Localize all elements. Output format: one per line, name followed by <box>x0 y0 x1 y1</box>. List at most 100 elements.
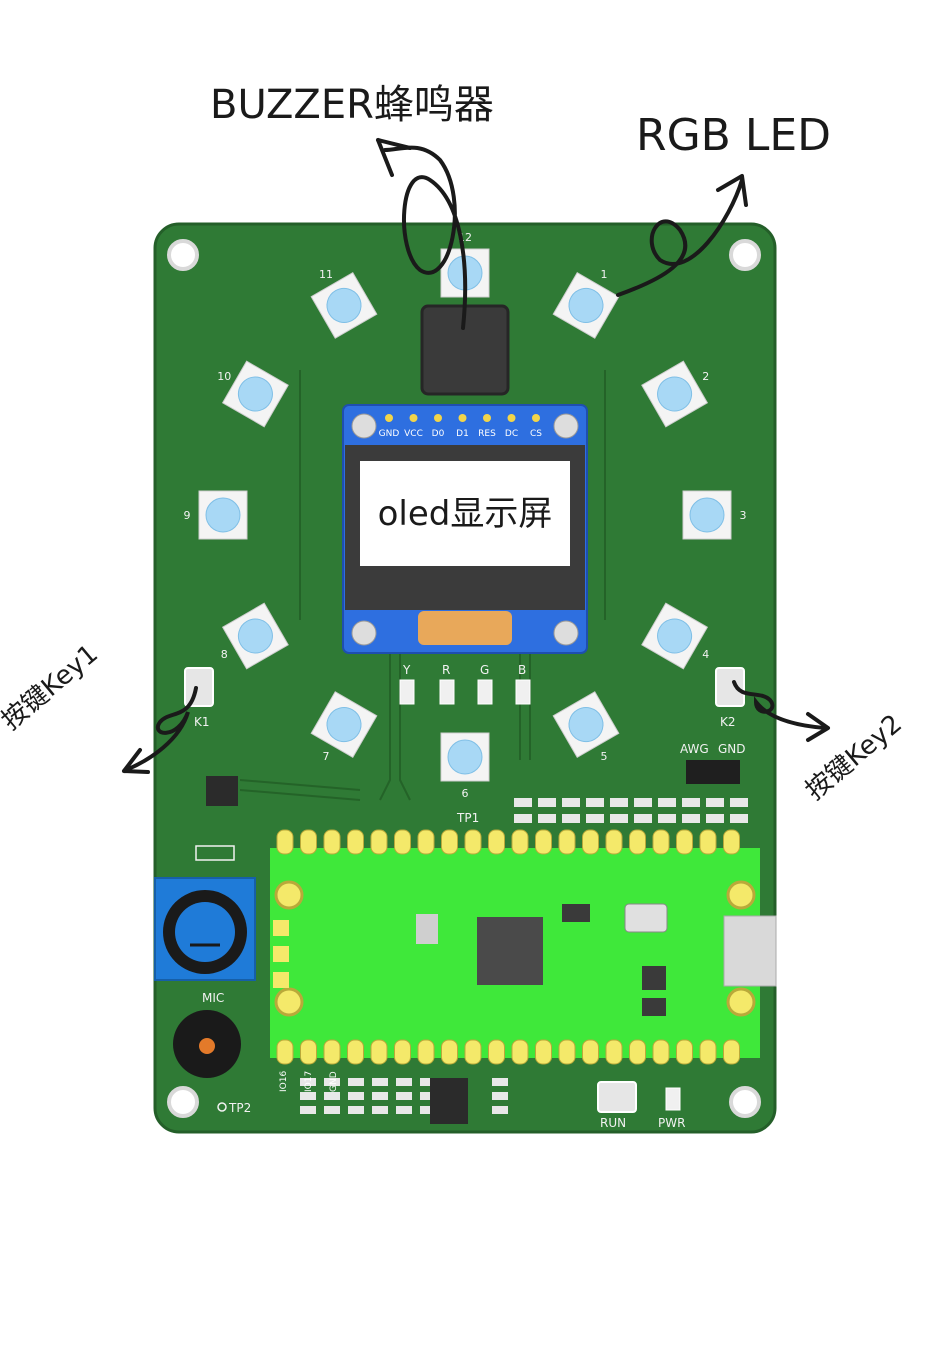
silk-r: R <box>442 663 450 677</box>
smd-resistor <box>634 814 652 823</box>
rgb-led-4 <box>641 602 709 670</box>
pico-pin <box>605 1039 623 1065</box>
smd-resistor <box>348 1078 364 1086</box>
smd-resistor <box>634 798 652 807</box>
pot-silk-symbol <box>195 845 235 861</box>
silk-k1: K1 <box>194 715 210 729</box>
smd-components <box>300 798 748 1114</box>
smd-resistor <box>538 814 556 823</box>
led-number-8: 8 <box>221 648 228 661</box>
rgb-led-8 <box>221 602 289 670</box>
smd-resistor <box>658 798 676 807</box>
indicator-leds <box>399 679 531 705</box>
rgb-led-5 <box>552 691 620 759</box>
smd-resistor <box>658 814 676 823</box>
smd-resistor <box>300 1078 316 1086</box>
rgb-arrow <box>616 178 744 297</box>
smd-resistor <box>420 1092 436 1100</box>
buzzer-callout-label: BUZZER蜂鸣器 <box>210 82 494 128</box>
led-number-5: 5 <box>601 750 608 763</box>
smd-resistor <box>324 1092 340 1100</box>
sensor-ic <box>206 776 238 806</box>
pwr-led <box>665 1087 681 1111</box>
silk-gnd: GND <box>718 742 746 756</box>
silk-run: RUN <box>600 1116 626 1130</box>
smd-resistor <box>706 798 724 807</box>
pico-pin <box>323 829 341 855</box>
pico-pin <box>464 829 482 855</box>
smd-resistor <box>372 1078 388 1086</box>
oled-pin-label-gnd: GND <box>379 429 400 439</box>
silk-io17: IO17 <box>304 1071 314 1092</box>
smd-resistor <box>586 814 604 823</box>
led-number-9: 9 <box>184 509 191 522</box>
silk-tp2: TP2 <box>228 1101 251 1115</box>
pico-pin <box>629 829 646 855</box>
silk-y: Y <box>402 663 411 677</box>
pico-pin <box>441 1039 458 1065</box>
pico-pin <box>582 1039 599 1065</box>
smd-resistor <box>610 814 628 823</box>
smd-resistor <box>562 798 580 807</box>
pico-pin <box>676 1039 693 1065</box>
led-number-6: 6 <box>462 787 469 800</box>
key2-button <box>715 667 745 707</box>
smd-resistor <box>730 814 748 823</box>
pico-pin <box>699 829 717 855</box>
oled-label: oled显示屏 <box>378 494 553 534</box>
rgb-led-10 <box>221 360 289 428</box>
led-number-11: 11 <box>319 268 333 281</box>
smd-resistor <box>396 1106 412 1114</box>
debug-pad <box>273 972 289 988</box>
silk-tp1: TP1 <box>456 811 479 825</box>
pico-pin <box>347 1039 364 1065</box>
bottom-ic <box>430 1078 468 1124</box>
pico-pin <box>511 829 529 855</box>
pico-pin <box>605 829 623 855</box>
pico-pin <box>582 829 599 855</box>
callout-arrows <box>122 138 830 774</box>
smd-resistor <box>300 1106 316 1114</box>
smd-resistor <box>586 798 604 807</box>
silk-pwr: PWR <box>658 1116 685 1130</box>
smd-resistor <box>372 1106 388 1114</box>
silk-mic: MIC <box>202 991 224 1005</box>
led-number-7: 7 <box>323 750 330 763</box>
oled-pin-d1 <box>458 414 467 422</box>
led-number-2: 2 <box>702 370 709 383</box>
debug-pad <box>273 920 289 936</box>
smd-resistor <box>396 1078 412 1086</box>
pico-pin <box>488 829 505 855</box>
oled-pin-label-dc: DC <box>505 429 518 439</box>
rgb-led-6 <box>440 732 490 782</box>
oled-pin-vcc <box>409 414 418 422</box>
rgb-led-2 <box>641 360 709 428</box>
pico-pin <box>417 1039 435 1065</box>
rgb-led-7 <box>310 691 378 759</box>
pico-pin <box>535 1039 552 1065</box>
silk-io16: IO16 <box>279 1071 289 1092</box>
buzzer-arrow <box>383 145 468 330</box>
rgb-led-1 <box>552 271 620 339</box>
oled-pin-label-res: RES <box>478 429 496 439</box>
led-number-3: 3 <box>740 509 747 522</box>
oled-pin-dc <box>507 414 516 422</box>
rgb-led-3 <box>682 490 732 540</box>
oled-pin-label-d1: D1 <box>456 429 469 439</box>
oled-pin-gnd <box>385 414 393 422</box>
pico-pin <box>276 829 294 855</box>
pico-pin <box>723 1039 740 1065</box>
oled-pin-d0 <box>434 414 442 422</box>
pico-pin <box>511 1039 529 1065</box>
smd-resistor <box>682 798 700 807</box>
smd-resistor <box>492 1106 508 1114</box>
smd-resistor <box>562 814 580 823</box>
smd-resistor <box>730 798 748 807</box>
smd-resistor <box>348 1106 364 1114</box>
pico-pin <box>441 829 458 855</box>
pico-pin <box>300 829 317 855</box>
key2-arrow <box>732 680 828 730</box>
